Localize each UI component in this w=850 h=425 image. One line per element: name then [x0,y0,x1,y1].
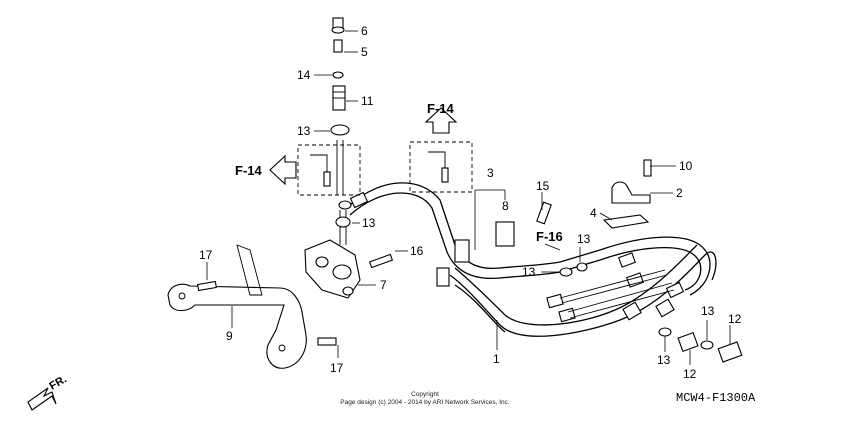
reference-f14-left: F-14 [235,163,263,178]
diagram-code: MCW4-F1300A [676,391,756,405]
part-label-16: 16 [410,244,424,258]
part-label-12: 12 [683,367,697,381]
part-label-13f: 13 [362,216,376,230]
part-label-17: 17 [199,248,213,262]
hardware [196,159,743,363]
part-label-11: 11 [361,94,374,108]
arrow-up-icon [424,107,458,134]
part-label-13b: 13 [577,232,591,246]
part-label-12b: 12 [728,312,742,326]
brake-hose-upper [349,182,711,296]
part-label-2: 2 [676,186,683,200]
part-label-4: 4 [590,206,597,220]
leader-lines [206,30,731,365]
reference-labels: F-14 F-14 [235,101,455,178]
front-direction-icon [27,387,57,411]
copyright-line-2: Page design (c) 2004 - 2014 by ARI Netwo… [340,399,510,406]
arrow-left-icon [269,154,297,186]
part-label-5: 5 [361,45,368,59]
part-label-17b: 17 [330,361,344,375]
part-label-14: 14 [297,68,311,82]
reference-box-left [297,144,361,196]
part-label-15: 15 [536,179,550,193]
part-label-6: 6 [361,24,368,38]
part-label-9: 9 [226,329,233,343]
part-label-10: 10 [679,159,693,173]
part-label-13d: 13 [657,353,671,367]
bracket [167,244,307,369]
brake-hose-lower [449,244,717,337]
valve-stack [330,17,352,228]
part-label-7: 7 [380,278,387,292]
reference-f14-top: F-14 [427,101,455,116]
part-label-3: 3 [487,166,494,180]
part-label-13e: 13 [701,304,715,318]
part-label-8: 8 [502,199,509,213]
reference-f16: F-16 [536,229,563,244]
part-labels: 6 5 14 11 13 10 2 15 3 8 4 F-16 13 13 16… [199,24,742,381]
front-direction-label: FR. [48,373,69,392]
copyright-line-1: Copyright [411,391,439,398]
part-label-13: 13 [297,124,311,138]
metal-brake-lines [559,269,675,319]
reference-box-top [409,141,473,193]
part-label-13c: 13 [522,265,536,279]
part-label-1: 1 [493,352,500,366]
proportioning-valve [304,210,361,299]
hose-fittings [349,191,685,323]
